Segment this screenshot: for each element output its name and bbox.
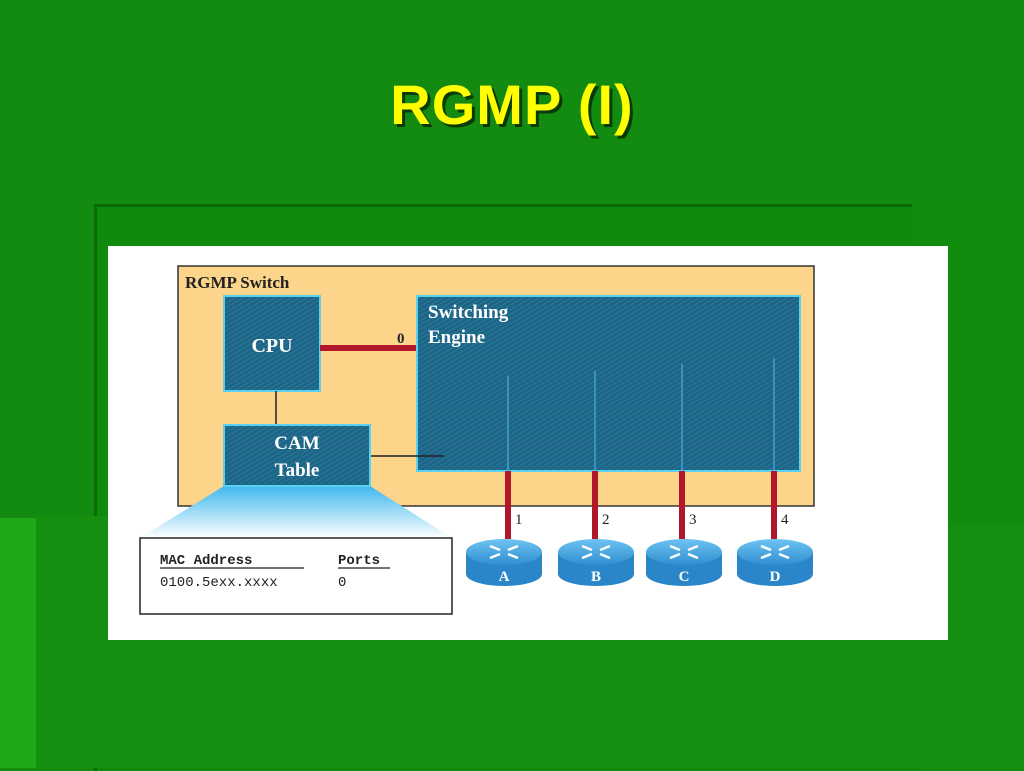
router-label: B <box>591 569 601 585</box>
engine-label-line2: Engine <box>428 327 485 348</box>
cam-header-ports: Ports <box>338 553 380 569</box>
switch-label: RGMP Switch <box>185 273 290 292</box>
cam-header-mac: MAC Address <box>160 553 252 569</box>
port-label: 3 <box>689 512 697 528</box>
router-b-icon: B <box>558 539 634 586</box>
cpu-box <box>223 295 321 392</box>
cam-row-mac: 0100.5exx.xxxx <box>160 575 278 591</box>
cpu-label: CPU <box>251 335 292 357</box>
cam-label-line1: CAM <box>274 433 319 454</box>
router-a-icon: A <box>466 539 542 586</box>
cam-table-callout <box>140 486 452 538</box>
diagram-canvas: RGMP Switch CPU 0 Switching Engine CAM T… <box>139 265 815 615</box>
engine-label-line1: Switching <box>428 302 509 323</box>
cpu-port-label: 0 <box>397 331 405 347</box>
router-d-icon: D <box>737 539 813 586</box>
port-label: 1 <box>515 512 523 528</box>
slide-title: RGMP (I) <box>390 73 634 136</box>
router-c-icon: C <box>646 539 722 586</box>
cam-table-listing <box>139 537 453 615</box>
background-band-left <box>0 518 40 768</box>
port-1-group: 1 <box>505 471 523 539</box>
port-3-group: 3 <box>679 471 697 539</box>
port-label: 2 <box>602 512 610 528</box>
cam-row-port: 0 <box>338 575 346 591</box>
cam-label-line2: Table <box>275 460 320 481</box>
port-2-group: 2 <box>592 471 610 539</box>
router-label: A <box>499 569 510 585</box>
rgmp-diagram: RGMP Switch CPU 0 Switching Engine CAM T… <box>108 246 948 640</box>
port-label: 4 <box>781 512 789 528</box>
switching-engine-box <box>416 295 801 472</box>
router-label: D <box>770 569 781 585</box>
cam-table-box <box>223 424 371 487</box>
router-label: C <box>679 569 690 585</box>
port-4-group: 4 <box>771 471 789 539</box>
